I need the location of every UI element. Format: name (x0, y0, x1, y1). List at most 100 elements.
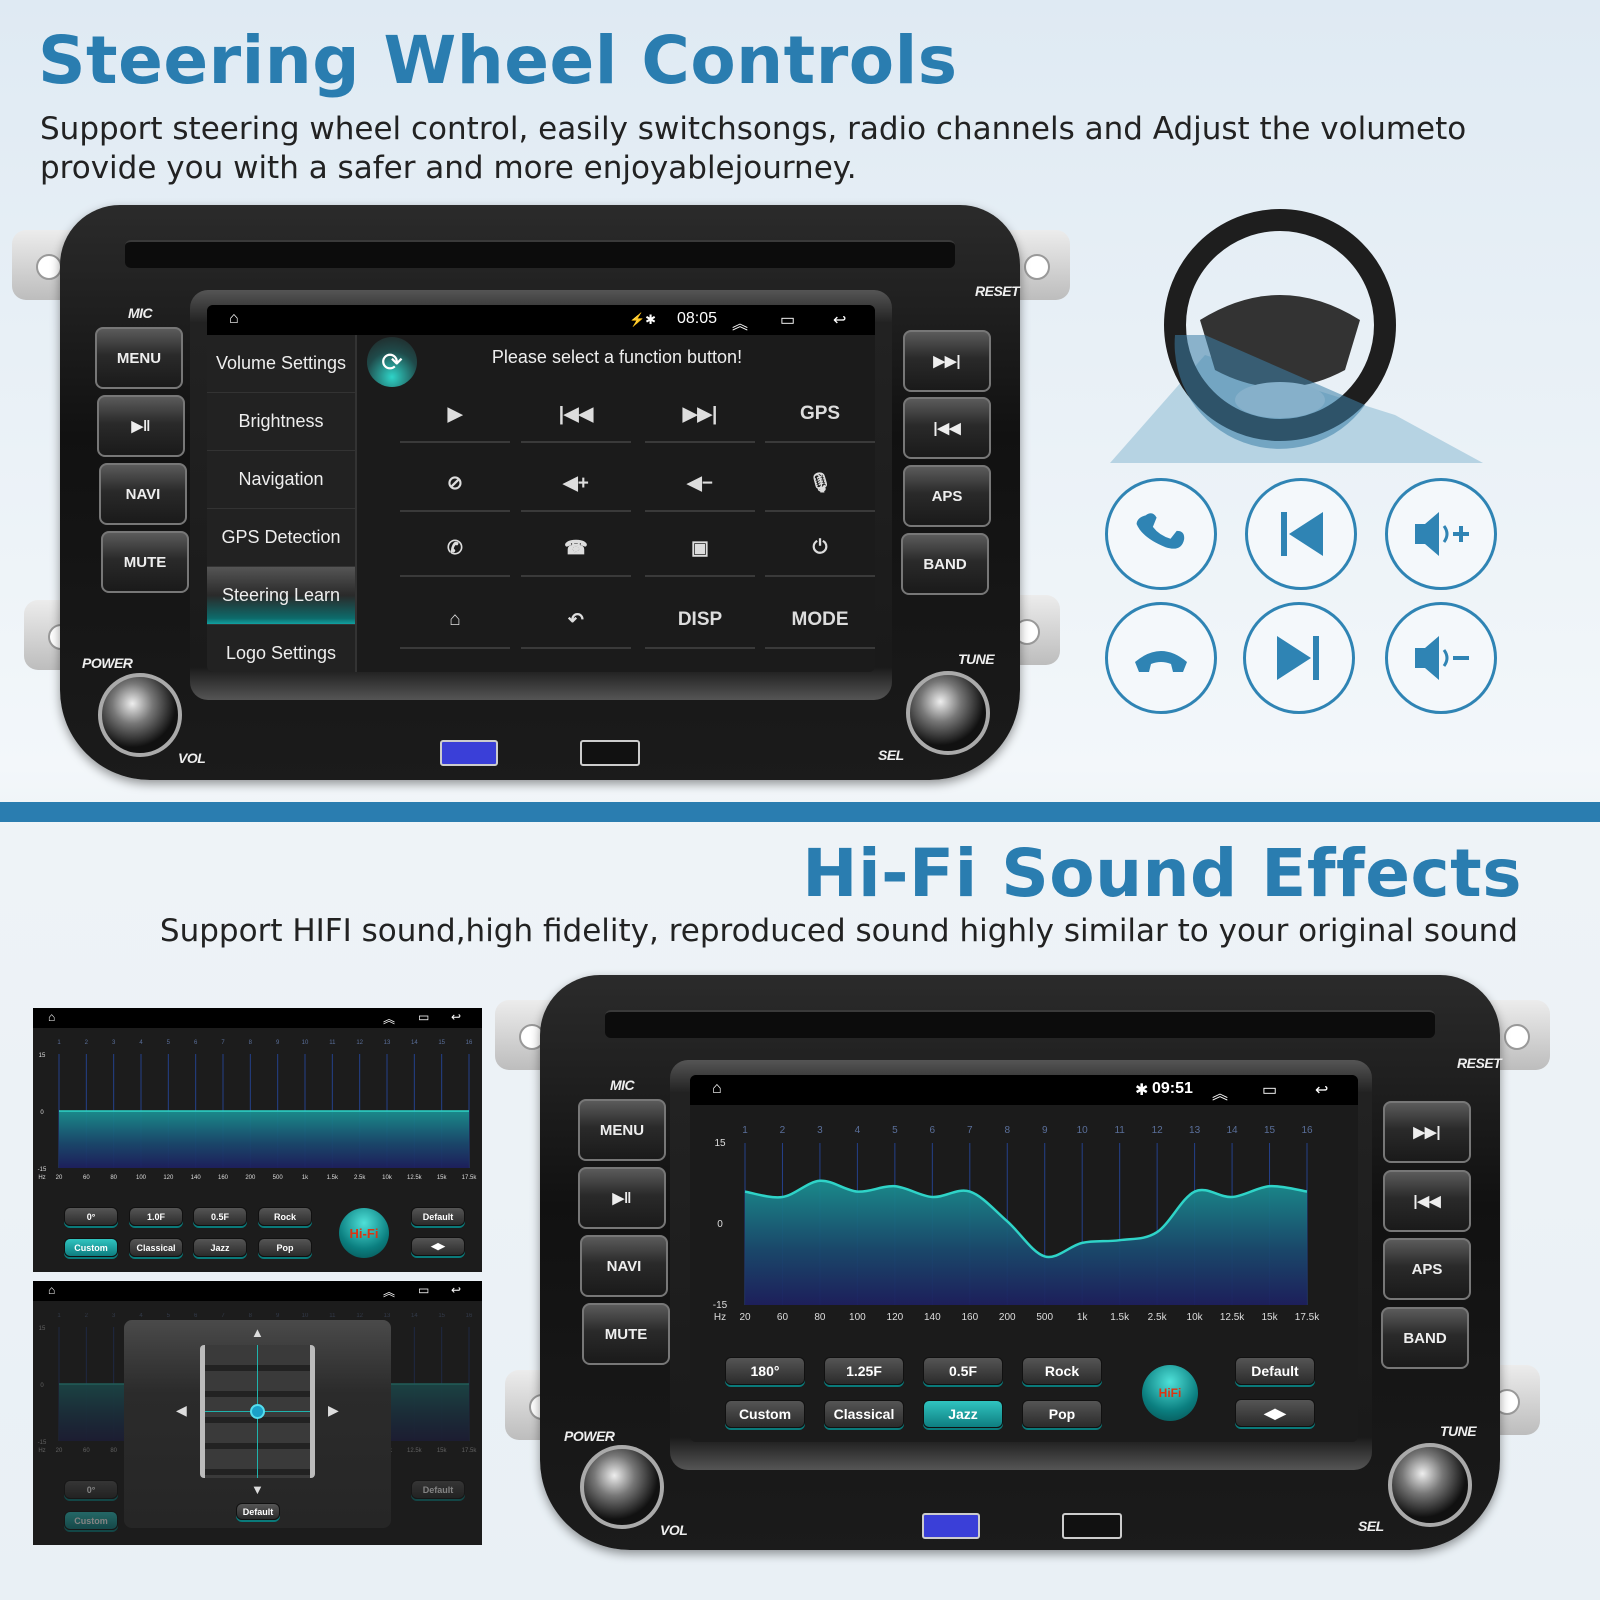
play-pause-button[interactable]: ▶‖ (578, 1167, 666, 1229)
arrow-right-icon[interactable]: ▶ (328, 1402, 339, 1418)
band-label: 15 (438, 1313, 445, 1319)
navi-button[interactable]: NAVI (99, 463, 187, 525)
sidebar-item-navigation[interactable]: Navigation (207, 451, 355, 509)
navi-button[interactable]: NAVI (580, 1235, 668, 1297)
eq-button-classical[interactable]: Classical (824, 1400, 904, 1428)
arrow-left-icon[interactable]: ◀ (176, 1402, 187, 1418)
eq-button-pop[interactable]: Pop (258, 1238, 312, 1257)
radio-button[interactable]: ▣ (645, 521, 755, 577)
eq-button-180deg[interactable]: 180° (725, 1357, 805, 1385)
next-button[interactable]: ▶▶| (903, 330, 991, 392)
next-button[interactable]: ▶▶| (645, 387, 755, 443)
eq-button-jazz[interactable]: Jazz (923, 1400, 1003, 1428)
sidebar-item-gps-detection[interactable]: GPS Detection (207, 509, 355, 567)
arrow-up-icon[interactable]: ▲ (251, 1325, 264, 1340)
eq-button-1-0f[interactable]: 1.0F (129, 1207, 183, 1226)
recents-icon[interactable]: ▭ (1262, 1082, 1278, 1099)
band-button[interactable]: BAND (1381, 1307, 1469, 1369)
sd-slot (1062, 1513, 1122, 1539)
home-icon[interactable]: ⌂ (48, 1283, 56, 1297)
eq-button-pop[interactable]: Pop (1022, 1400, 1102, 1428)
balance-point[interactable] (250, 1404, 265, 1419)
recents-icon[interactable]: ▭ (780, 312, 796, 329)
back-icon[interactable]: ↩ (451, 1010, 462, 1024)
band-button[interactable]: BAND (901, 533, 989, 595)
power-button[interactable]: ⏻ (765, 521, 875, 577)
home-icon: ⌂ (449, 609, 461, 630)
steering-title: Steering Wheel Controls (38, 22, 958, 99)
home-icon[interactable]: ⌂ (712, 1080, 722, 1097)
frequency-label: 12.5k (407, 1448, 423, 1454)
menu-button[interactable]: MENU (95, 327, 183, 389)
volume-knob[interactable] (580, 1445, 664, 1529)
aps-button[interactable]: APS (1383, 1238, 1471, 1300)
phone-button[interactable]: ✆ (400, 521, 510, 577)
eq-chart-jazz: 120260380410051206140716082009500101k111… (713, 1125, 1320, 1323)
recents-icon[interactable]: ▭ (418, 1283, 430, 1297)
sidebar-item-steering-learn[interactable]: Steering Learn (207, 567, 355, 625)
eq-button-jazz[interactable]: Jazz (193, 1238, 247, 1257)
home-icon[interactable]: ⌂ (229, 310, 239, 327)
eq-button-0-5f[interactable]: 0.5F (193, 1207, 247, 1226)
back-icon[interactable]: ↩ (833, 312, 847, 329)
subtitle-line: Support steering wheel control, easily s… (40, 111, 1467, 147)
sidebar-item-logo-settings[interactable]: Logo Settings (207, 625, 355, 672)
band-label: 10 (302, 1040, 309, 1046)
frequency-label: 15k (437, 1175, 448, 1181)
expand-icon[interactable]: ︽ (383, 1012, 396, 1026)
hifi-badge[interactable]: Hi-Fi (339, 1208, 389, 1258)
eq-button-custom[interactable]: Custom (725, 1400, 805, 1428)
menu-button[interactable]: MENU (578, 1099, 666, 1161)
default-button[interactable]: Default (1235, 1357, 1315, 1385)
volume-up-button[interactable]: ◀+ (521, 456, 631, 512)
disp-button[interactable]: DISP (645, 593, 755, 649)
speaker-button[interactable]: ◀▶ (411, 1237, 465, 1256)
sidebar-item-brightness[interactable]: Brightness (207, 393, 355, 451)
play-button[interactable]: ▶ (400, 387, 510, 443)
microphone-button[interactable]: 🎙 (765, 456, 875, 512)
sidebar-item-volume-settings[interactable]: Volume Settings (207, 335, 355, 393)
expand-icon[interactable]: ︽ (1212, 1086, 1229, 1103)
prev-button[interactable]: |◀◀ (903, 397, 991, 459)
refresh-button[interactable]: ⟳ (367, 337, 417, 387)
volume-down-button[interactable]: ◀− (645, 456, 755, 512)
eq-button-0deg[interactable]: 0° (64, 1207, 118, 1226)
prev-button[interactable]: |◀◀ (1383, 1170, 1471, 1232)
hang-up-button[interactable]: ☎ (521, 521, 631, 577)
aps-button[interactable]: APS (903, 465, 991, 527)
eq-button-1-25f[interactable]: 1.25F (824, 1357, 904, 1385)
mute-button[interactable]: MUTE (101, 531, 189, 593)
gps-button[interactable]: GPS (765, 387, 875, 443)
mode-button[interactable]: MODE (765, 593, 875, 649)
home-icon[interactable]: ⌂ (48, 1010, 56, 1024)
next-button[interactable]: ▶▶| (1383, 1101, 1471, 1163)
phone-icon: ✆ (447, 537, 463, 559)
eq-button-0-5f[interactable]: 0.5F (923, 1357, 1003, 1385)
expand-icon[interactable]: ︽ (383, 1285, 396, 1299)
tune-knob[interactable] (1388, 1443, 1472, 1527)
eq-button-classical[interactable]: Classical (129, 1238, 183, 1257)
arrow-down-icon[interactable]: ▼ (251, 1482, 264, 1497)
balance-default-button[interactable]: Default (236, 1503, 280, 1520)
back-icon[interactable]: ↩ (451, 1283, 462, 1297)
speaker-button[interactable]: ◀▶ (1235, 1399, 1315, 1427)
hifi-badge[interactable]: HiFi (1142, 1365, 1198, 1421)
band-label: 16 (466, 1313, 473, 1319)
wheel-highlight (1174, 335, 1365, 449)
previous-button[interactable]: |◀◀ (521, 387, 631, 443)
default-button[interactable]: Default (411, 1207, 465, 1226)
eq-button-custom[interactable]: Custom (64, 1238, 118, 1257)
back-icon[interactable]: ↩ (1315, 1082, 1329, 1099)
expand-icon[interactable]: ︽ (732, 316, 749, 333)
play-pause-button[interactable]: ▶‖ (97, 395, 185, 457)
back-button[interactable]: ↶ (521, 593, 631, 649)
default-button: Default (411, 1480, 465, 1499)
home-button[interactable]: ⌂ (400, 593, 510, 649)
mute-button[interactable]: ⊘ (400, 456, 510, 512)
recents-icon[interactable]: ▭ (418, 1010, 430, 1024)
mute-button[interactable]: MUTE (582, 1303, 670, 1365)
volume-knob[interactable] (98, 673, 182, 757)
eq-button-rock[interactable]: Rock (258, 1207, 312, 1226)
tune-knob[interactable] (906, 671, 990, 755)
eq-button-rock[interactable]: Rock (1022, 1357, 1102, 1385)
